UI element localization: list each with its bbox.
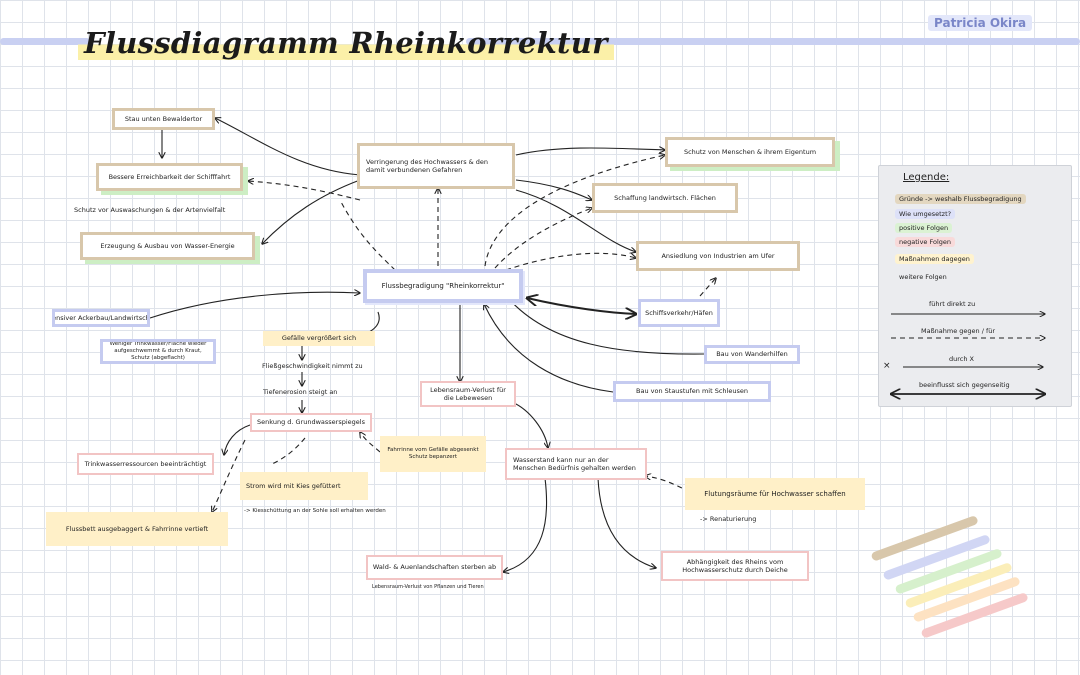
title-underline-left (0, 38, 90, 45)
left-blue-node-1: Intensiver Ackerbau/Landwirtschaft (52, 309, 150, 327)
top-left-node-1: Stau unten Bewaldertor (112, 108, 215, 130)
right-node-2: Schaffung landwirtsch. Flächen (592, 183, 738, 213)
legend-line-label-direct: führt direkt zu (929, 300, 976, 308)
legend-item-measures: Maßnahmen dagegen (895, 254, 974, 264)
left-blue-node-2: Weniger Trinkwasser/Fläche wieder aufges… (100, 339, 216, 364)
arrow (503, 477, 548, 572)
page-title: Flussdiagramm Rheinkorrektur (78, 26, 614, 60)
legend-line-label-mutual: beeinflusst sich gegenseitig (919, 381, 1010, 389)
arrow (515, 189, 636, 252)
arrow (527, 298, 636, 314)
legend-line-label-by: durch X (949, 355, 974, 363)
pink-center-node: Lebensraum-Verlust für die Lebewesen (420, 381, 516, 407)
legend-cross-symbol: × (883, 361, 891, 371)
legend-lines (879, 166, 1073, 408)
arrow (597, 477, 656, 568)
chain-node-2: Fließgeschwindigkeit nimmt zu (262, 362, 363, 370)
right-node-3: Ansiedlung von Industrien am Ufer (636, 241, 800, 271)
left-node-3: Erzeugung & Ausbau von Wasser-Energie (80, 232, 255, 260)
left-yellow-node: Flussbett ausgebaggert & Fahrrinne verti… (46, 512, 228, 546)
chain-node-4: Senkung d. Grundwasserspiegels (250, 413, 372, 432)
legend-item-further: weitere Folgen (899, 273, 947, 281)
arrow (508, 298, 705, 355)
pink-bottom-node-2: Abhängigkeit des Rheins vom Hochwassersc… (661, 551, 809, 581)
pink-bottom-node-1: Wald- & Auenlandschaften sterben ab (366, 555, 503, 580)
left-plain-text: Schutz vor Auswaschungen & der Artenviel… (74, 206, 226, 214)
right-blue-node-1: Schiffsverkehr/Häfen (638, 299, 720, 327)
arrow (212, 439, 246, 512)
arrow (248, 181, 361, 201)
right-blue-node-2: Bau von Wanderhilfen (704, 345, 800, 364)
chain-node-3: Tiefenerosion steigt an (263, 388, 338, 396)
top-left-node-2: Bessere Erreichbarkeit der Schifffahrt (96, 163, 243, 191)
title-underline-right (466, 38, 1080, 45)
arrow (515, 179, 592, 200)
arrow (262, 179, 361, 244)
center-node: Flussbegradigung "Rheinkorrektur" (363, 269, 523, 303)
arrow (511, 401, 548, 448)
arrow (494, 208, 592, 269)
pink-right-node: Wasserstand kann nur an der Menschen Bed… (505, 448, 647, 480)
arrow (215, 118, 361, 176)
arrow (515, 148, 665, 156)
arrow (339, 199, 396, 271)
top-mid-node: Verringerung des Hochwassers & den damit… (357, 143, 515, 189)
mid-yellow-node-2: Fahrrinne vom Gefälle abgesenkt Schutz b… (380, 436, 486, 472)
arrow (269, 437, 306, 466)
legend-panel: Legende: Gründe -> weshalb Flussbegradig… (878, 165, 1072, 407)
legend-item-reasons: Gründe -> weshalb Flussbegradigung (895, 194, 1026, 204)
yellow-right-note: -> Renaturierung (700, 515, 757, 523)
legend-item-implementation: Wie umgesetzt? (895, 209, 956, 219)
mid-note: -> Kiesschüttung an der Sohle soll erhal… (244, 508, 386, 514)
legend-item-negative: negative Folgen (895, 237, 956, 247)
arrow (149, 292, 360, 319)
right-node-1: Schutz von Menschen & ihrem Eigentum (665, 137, 835, 167)
mid-yellow-node: Strom wird mit Kies gefüttert (240, 472, 368, 500)
arrow (484, 155, 665, 267)
arrow (484, 304, 614, 393)
left-pink-node: Trinkwasserressourcen beeinträchtigt (77, 453, 214, 475)
pink-bottom-node-1-note: Lebensraum-Verlust von Pflanzen und Tier… (372, 584, 484, 590)
arrow (505, 252, 636, 271)
legend-title: Legende: (903, 172, 950, 183)
yellow-right-node: Flutungsräume für Hochwasser schaffen (685, 478, 865, 510)
legend-line-label-measure: Maßnahme gegen / für (921, 327, 996, 335)
arrow (224, 424, 251, 455)
chain-node-1: Gefälle vergrößert sich (263, 331, 375, 346)
arrow (699, 278, 716, 297)
right-blue-node-3: Bau von Staustufen mit Schleusen (613, 381, 771, 402)
arrow (360, 432, 381, 453)
author-name: Patricia Okira (928, 15, 1033, 31)
arrow (645, 476, 691, 493)
legend-item-positive: positive Folgen (895, 223, 953, 233)
